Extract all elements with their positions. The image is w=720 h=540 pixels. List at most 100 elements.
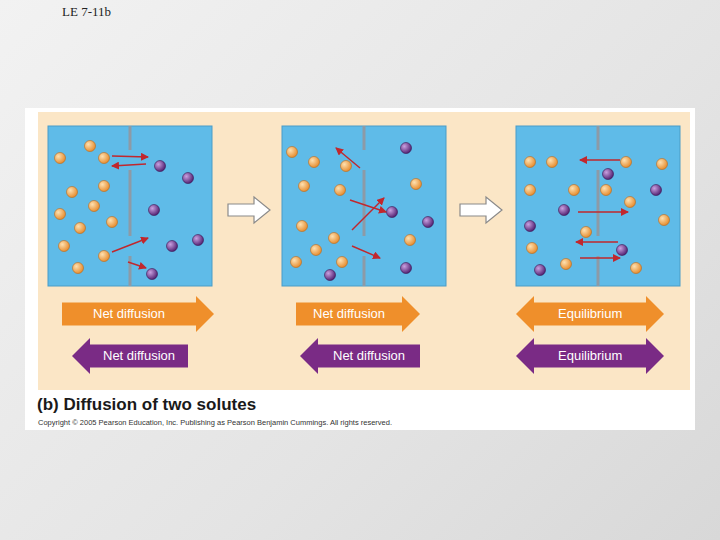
orange-solute — [291, 257, 302, 268]
purple-solute — [147, 269, 158, 280]
purple-solute — [183, 173, 194, 184]
arrow-label-shape: Net diffusion — [296, 296, 420, 332]
membrane — [363, 256, 366, 286]
arrow-label-shape: Equilibrium — [516, 296, 664, 332]
orange-solute — [625, 197, 636, 208]
orange-solute — [107, 217, 118, 228]
purple-solute — [325, 143, 434, 281]
arrow-label-shape: Net diffusion — [62, 296, 214, 332]
membrane — [129, 126, 132, 150]
purple-solute — [193, 235, 204, 246]
movement-arrow — [580, 257, 620, 258]
movement-arrow — [352, 246, 380, 258]
step-arrow — [228, 197, 270, 223]
orange-solute — [55, 141, 118, 274]
purple-solute — [525, 221, 536, 232]
arrow-label-shape: Net diffusion — [72, 338, 188, 374]
step-arrow — [460, 197, 502, 223]
orange-solute — [525, 157, 670, 274]
movement-arrow — [112, 148, 628, 268]
orange-solute — [547, 157, 558, 168]
arrow-label: Net diffusion — [103, 348, 175, 364]
purple-solute — [617, 245, 628, 256]
arrow-label-shape: Net diffusion — [300, 338, 420, 374]
arrow-shape — [296, 296, 420, 332]
orange-solute — [525, 157, 536, 168]
movement-arrow — [580, 159, 620, 160]
membrane — [597, 256, 600, 286]
purple-solute — [535, 265, 546, 276]
compartment — [282, 126, 446, 286]
orange-solute — [99, 153, 110, 164]
movement-arrow — [112, 156, 148, 157]
movement-arrow — [336, 148, 360, 168]
purple-solute — [525, 169, 662, 276]
membrane — [363, 170, 366, 236]
movement-arrow — [128, 262, 146, 268]
purple-solute — [147, 161, 204, 280]
movement-arrow — [112, 164, 146, 166]
orange-solute — [55, 209, 66, 220]
orange-solute — [59, 241, 70, 252]
orange-solute — [299, 181, 310, 192]
arrow-label: Equilibrium — [558, 348, 622, 364]
membrane — [363, 126, 366, 150]
arrow-shape — [300, 338, 420, 374]
purple-solute — [401, 263, 412, 274]
orange-solute — [75, 223, 86, 234]
arrow-label: Net diffusion — [333, 348, 405, 364]
arrow-label: Net diffusion — [313, 306, 385, 322]
orange-solute — [411, 179, 422, 190]
purple-solute — [387, 207, 398, 218]
orange-solute — [527, 243, 538, 254]
orange-solute — [405, 235, 416, 246]
purple-solute — [401, 143, 412, 154]
orange-solute — [621, 157, 632, 168]
figure-caption: (b) Diffusion of two solutes — [37, 395, 256, 415]
arrow-shape — [62, 296, 214, 332]
orange-solute — [311, 245, 322, 256]
arrow-label: Net diffusion — [93, 306, 165, 322]
orange-solute — [659, 215, 670, 226]
purple-solute — [559, 205, 570, 216]
slide-title: LE 7-11b — [62, 4, 111, 20]
orange-solute — [657, 159, 668, 170]
orange-solute — [561, 259, 572, 270]
movement-arrow — [352, 198, 384, 230]
orange-solute — [287, 147, 422, 268]
membrane — [597, 126, 600, 150]
orange-solute — [85, 141, 96, 152]
movement-arrow — [112, 238, 148, 252]
orange-solute — [601, 185, 612, 196]
purple-solute — [325, 270, 336, 281]
purple-solute — [603, 169, 614, 180]
figure-ground — [25, 108, 695, 430]
purple-solute — [155, 161, 166, 172]
arrow-label: Equilibrium — [558, 306, 622, 322]
membrane — [130, 126, 598, 286]
orange-solute — [309, 157, 320, 168]
orange-solute — [569, 185, 580, 196]
orange-solute — [297, 221, 308, 232]
arrow-shape — [72, 338, 188, 374]
orange-solute — [525, 185, 536, 196]
copyright-note: Copyright © 2005 Pearson Education, Inc.… — [38, 418, 392, 427]
orange-solute — [73, 263, 84, 274]
purple-solute — [167, 241, 178, 252]
membrane — [129, 256, 132, 286]
orange-solute — [89, 201, 100, 212]
movement-arrow — [576, 241, 618, 242]
orange-solute — [99, 181, 110, 192]
orange-solute — [329, 233, 340, 244]
orange-solute — [337, 257, 348, 268]
membrane — [597, 170, 600, 236]
orange-solute — [631, 263, 642, 274]
orange-solute — [55, 153, 66, 164]
figure-panel — [38, 112, 690, 390]
membrane — [129, 170, 132, 236]
purple-solute — [651, 185, 662, 196]
orange-solute — [99, 251, 110, 262]
orange-solute — [335, 185, 346, 196]
